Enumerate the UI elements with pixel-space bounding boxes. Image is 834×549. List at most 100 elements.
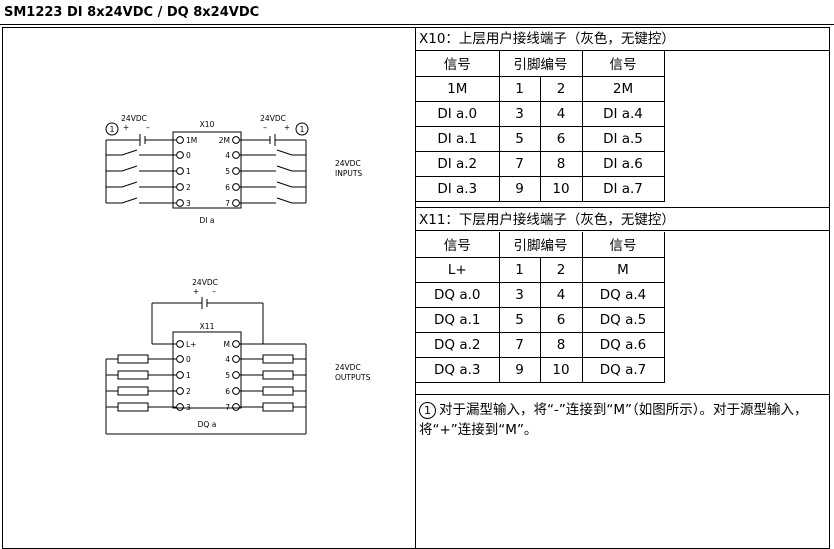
table-cell: 3 — [499, 282, 541, 308]
x10-terminal-right: 6 — [225, 183, 230, 192]
table-row: DQ a.0 3 4 DQ a.4 — [416, 282, 665, 308]
table-cell: 5 — [499, 126, 541, 152]
table-cell: DQ a.2 — [416, 332, 500, 358]
table-cell: M — [582, 257, 665, 283]
x11-terminal-left: 3 — [186, 403, 191, 412]
x10-terminal-left: 0 — [186, 151, 191, 160]
x10-terminal-left: 3 — [186, 199, 191, 208]
table-cell: 5 — [499, 307, 541, 333]
table-cell: DI a.3 — [416, 176, 500, 202]
table-cell: 1M — [416, 76, 500, 102]
table-cell: 8 — [540, 332, 583, 358]
x11-terminal-right: 6 — [225, 387, 230, 396]
x10-left-plus: + — [123, 123, 129, 132]
table-cell: DQ a.5 — [582, 307, 665, 333]
callout-marker-left — [105, 122, 119, 136]
table-cell: 10 — [540, 176, 583, 202]
column-header: 信号 — [416, 232, 500, 258]
table-cell: DI a.5 — [582, 126, 665, 152]
table-row: DI a.1 5 6 DI a.5 — [416, 126, 665, 152]
table-cell: L+ — [416, 257, 500, 283]
table-row: DQ a.2 7 8 DQ a.6 — [416, 332, 665, 358]
table-cell: 4 — [540, 282, 583, 308]
table-cell: 7 — [499, 151, 541, 177]
x10-terminal-right: 2M — [219, 136, 230, 145]
table-cell: DI a.7 — [582, 176, 665, 202]
x11-terminal-right: 4 — [225, 355, 230, 364]
table-cell: DQ a.3 — [416, 357, 500, 383]
x10-terminal-left: 1M — [186, 136, 197, 145]
x10-left-supply-label: 24VDC — [121, 114, 147, 123]
x10-pin-table: 信号 引脚编号 信号 1M 1 2 2M DI a.0 3 4 DI a.4 D… — [416, 51, 665, 202]
table-cell: 9 — [499, 357, 541, 383]
table-cell: 2M — [582, 76, 665, 102]
table-cell: DI a.0 — [416, 101, 500, 127]
column-header: 信号 — [582, 51, 665, 77]
callout-number-left: 1 — [110, 125, 115, 134]
table-cell: 10 — [540, 357, 583, 383]
x11-side-label-line2: OUTPUTS — [335, 373, 371, 382]
x10-side-label-line1: 24VDC — [335, 159, 361, 168]
x11-side-label-line1: 24VDC — [335, 363, 361, 372]
wiring-diagram: X10 24VDC 24VDC + – – + 1 1 1M 0 1 2 3 2… — [105, 114, 371, 435]
x10-heading: X10：上层用户接线端子（灰色，无键控） — [416, 27, 830, 51]
x10-right-minus: – — [263, 123, 267, 132]
table-cell: 9 — [499, 176, 541, 202]
table-row: DI a.2 7 8 DI a.6 — [416, 151, 665, 177]
callout-marker-right — [295, 122, 309, 136]
x11-right-loads — [240, 354, 306, 412]
x11-supply-label: 24VDC — [192, 278, 218, 287]
table-header-row: 信号 引脚编号 信号 — [416, 51, 665, 77]
x10-side-label-line2: INPUTS — [335, 169, 362, 178]
pin-assignment-panel: X10：上层用户接线端子（灰色，无键控） 信号 引脚编号 信号 1M 1 2 2… — [416, 27, 830, 549]
table-header-row: 信号 引脚编号 信号 — [416, 232, 665, 258]
table-row: DI a.3 9 10 DI a.7 — [416, 176, 665, 202]
x11-group-label: DQ a — [198, 420, 217, 429]
footnote-text: 对于漏型输入，将“-”连接到“M”（如图所示）。对于源型输入，将“+”连接到“M… — [419, 402, 808, 438]
table-cell: DQ a.1 — [416, 307, 500, 333]
x11-heading: X11：下层用户接线端子（灰色，无键控） — [416, 207, 830, 231]
x10-right-plus: + — [284, 123, 290, 132]
x10-terminal-right: 7 — [225, 199, 230, 208]
table-row: 1M 1 2 2M — [416, 76, 665, 102]
x10-right-switches — [240, 149, 306, 204]
column-header: 引脚编号 — [499, 51, 583, 77]
table-cell: 1 — [499, 257, 541, 283]
x10-left-minus: – — [146, 123, 150, 132]
x10-terminal-right: 4 — [225, 151, 230, 160]
table-cell: DI a.2 — [416, 151, 500, 177]
x10-left-switches — [106, 149, 176, 204]
column-header: 引脚编号 — [499, 232, 583, 258]
x11-pin-table: 信号 引脚编号 信号 L+ 1 2 M DQ a.0 3 4 DQ a.4 DQ… — [416, 232, 665, 383]
x11-label: X11 — [200, 322, 215, 331]
x11-module-box — [172, 331, 242, 409]
table-row: DI a.0 3 4 DI a.4 — [416, 101, 665, 127]
page-title: SM1223 DI 8x24VDC / DQ 8x24VDC — [0, 0, 834, 25]
x11-terminal-left: 2 — [186, 387, 191, 396]
x11-terminal-right: M — [224, 340, 230, 349]
table-cell: DQ a.6 — [582, 332, 665, 358]
column-header: 信号 — [416, 51, 500, 77]
table-row: DQ a.3 9 10 DQ a.7 — [416, 357, 665, 383]
table-cell: 8 — [540, 151, 583, 177]
x11-terminal-left: L+ — [186, 340, 196, 349]
table-cell: DI a.6 — [582, 151, 665, 177]
callout-number-right: 1 — [300, 125, 305, 134]
table-cell: 2 — [540, 76, 583, 102]
x10-right-supply-label: 24VDC — [260, 114, 286, 123]
column-divider — [415, 27, 416, 549]
x10-terminal-right: 5 — [225, 167, 230, 176]
x11-terminal-right: 7 — [225, 403, 230, 412]
table-cell: 1 — [499, 76, 541, 102]
table-cell: 4 — [540, 101, 583, 127]
x11-terminal-left: 1 — [186, 371, 191, 380]
column-header: 信号 — [582, 232, 665, 258]
table-cell: DI a.1 — [416, 126, 500, 152]
x10-label: X10 — [200, 120, 215, 129]
x11-left-loads — [106, 354, 176, 412]
x10-terminal-left: 1 — [186, 167, 191, 176]
table-cell: DI a.4 — [582, 101, 665, 127]
x11-terminal-right: 5 — [225, 371, 230, 380]
